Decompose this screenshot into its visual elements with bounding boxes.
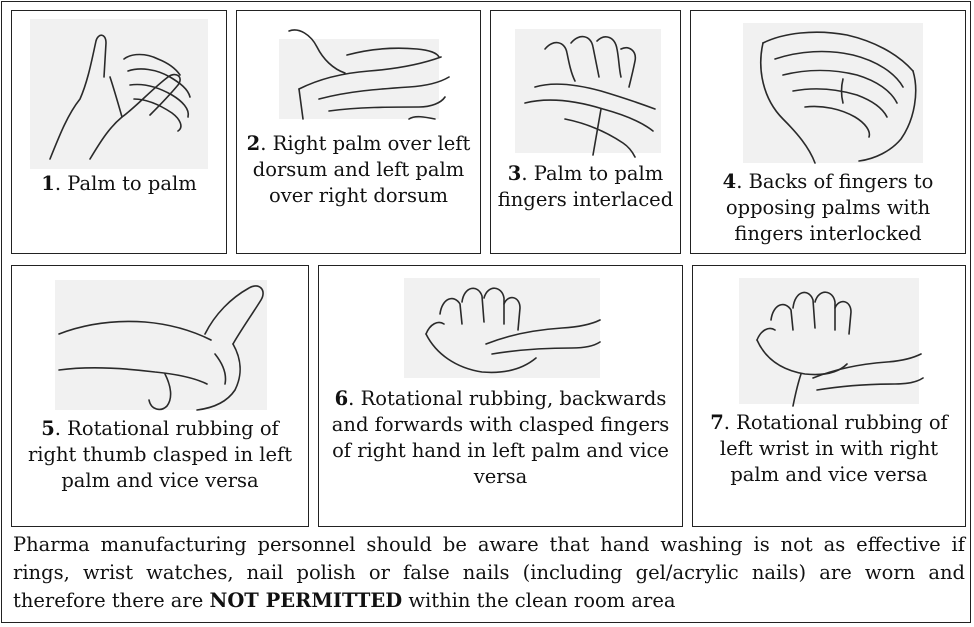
hand-fingers-interlaced-icon xyxy=(505,19,667,159)
not-permitted-emphasis: NOT PERMITTED xyxy=(210,589,403,612)
step-caption-6: 6. Rotational rubbing, backwards and for… xyxy=(319,386,682,490)
step-caption-1: 1. Palm to palm xyxy=(35,171,202,197)
step-caption-7: 7. Rotational rubbing of left wrist in w… xyxy=(693,410,965,488)
step-caption-3: 3. Palm to palm fingers interlaced xyxy=(491,161,680,213)
hand-palm-to-palm-icon xyxy=(30,19,208,169)
hand-fingers-interlocked-icon xyxy=(723,19,933,167)
step-caption-4: 4. Backs of fingers to opposing palms wi… xyxy=(691,169,965,247)
hand-wrist-rub-icon xyxy=(729,274,929,408)
step-panel-3: 3. Palm to palm fingers interlaced xyxy=(490,10,681,254)
hand-palm-over-dorsum-icon xyxy=(259,19,459,129)
hand-fingertips-rub-icon xyxy=(396,274,606,384)
hand-thumb-rub-icon xyxy=(45,274,275,414)
step-panel-5: 5. Rotational rubbing of right thumb cla… xyxy=(11,265,309,527)
step-panel-6: 6. Rotational rubbing, backwards and for… xyxy=(318,265,683,527)
step-panel-7: 7. Rotational rubbing of left wrist in w… xyxy=(692,265,966,527)
step-caption-5: 5. Rotational rubbing of right thumb cla… xyxy=(12,416,308,494)
step-panel-2: 2. Right palm over left dorsum and left … xyxy=(236,10,481,254)
step-caption-2: 2. Right palm over left dorsum and left … xyxy=(237,131,480,209)
safety-note: Pharma manufacturing personnel should be… xyxy=(13,531,965,615)
step-panel-1: 1. Palm to palm xyxy=(11,10,227,254)
step-panel-4: 4. Backs of fingers to opposing palms wi… xyxy=(690,10,966,254)
